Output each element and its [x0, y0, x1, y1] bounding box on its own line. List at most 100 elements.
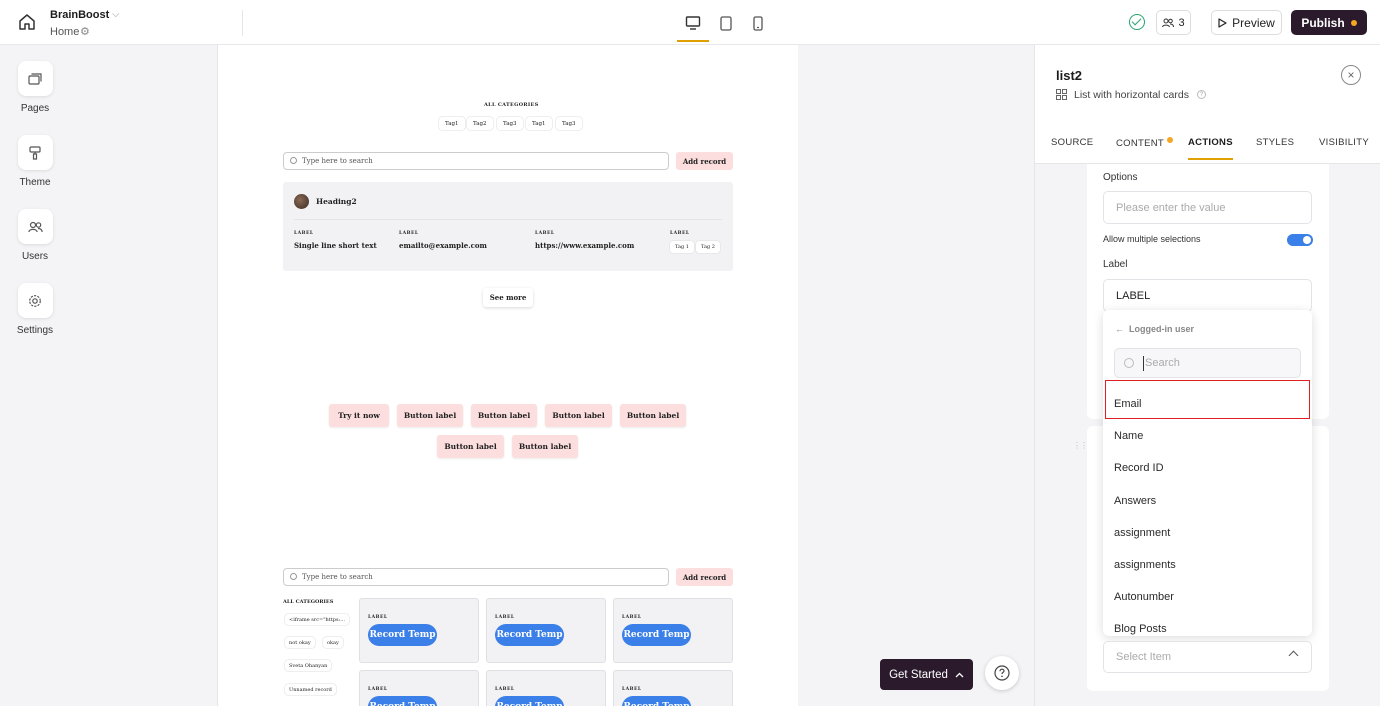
gear-icon[interactable]: ⚙ [80, 26, 90, 38]
field-value: Single line short text [294, 241, 377, 250]
add-record-button[interactable]: Add record [676, 568, 733, 586]
unpublished-changes-dot [1350, 19, 1357, 26]
collaborators-count: 3 [1178, 16, 1185, 29]
list-card[interactable]: Heading2 LABEL Single line short text LA… [283, 182, 733, 271]
category-tag[interactable]: Tag3 [497, 117, 523, 130]
help-button[interactable] [985, 656, 1019, 690]
close-icon[interactable]: × [1341, 65, 1361, 85]
label-input[interactable]: LABEL [1103, 279, 1312, 312]
back-to-logged-in-user[interactable]: ← Logged-in user [1115, 324, 1195, 334]
tab-styles[interactable]: STYLES [1256, 137, 1295, 148]
search-input[interactable]: Type here to search [283, 568, 669, 586]
text-cursor [1143, 356, 1144, 371]
grid-icon [1056, 89, 1067, 100]
collaborators-button[interactable]: 3 [1156, 10, 1191, 35]
action-button[interactable]: Button label [545, 404, 612, 427]
record-temp-button[interactable]: Record Temp [495, 696, 564, 706]
select-item-dropdown[interactable]: Select Item [1103, 641, 1312, 673]
category-tag[interactable]: Unnamed record [285, 684, 336, 695]
tab-source[interactable]: SOURCE [1051, 137, 1094, 148]
label-field-label: Label [1103, 259, 1128, 270]
category-tag[interactable]: Tag3 [556, 117, 582, 130]
desktop-view-icon[interactable] [677, 13, 709, 42]
top-bar: BrainBoost ⌵ Home ⚙ 3 Preview Publish [0, 0, 1380, 45]
allow-multiple-toggle[interactable] [1287, 234, 1313, 246]
sidebar-item-users[interactable]: Users [0, 209, 70, 262]
category-tag[interactable]: Tag1 [526, 117, 552, 130]
categories-title: ALL CATEGORIES [283, 599, 334, 605]
dropdown-item[interactable]: assignments [1114, 559, 1176, 571]
grid-card[interactable]: LABEL Record Temp [359, 598, 479, 663]
home-icon[interactable] [17, 12, 37, 32]
tab-actions[interactable]: ACTIONS [1188, 137, 1233, 160]
record-temp-button[interactable]: Record Temp [368, 624, 437, 646]
grid-card[interactable]: LABEL Record Temp [486, 598, 606, 663]
search-input[interactable]: Type here to search [283, 152, 669, 170]
search-icon [1124, 358, 1134, 368]
action-button[interactable]: Button label [620, 404, 686, 427]
dropdown-item-email[interactable]: Email [1114, 398, 1142, 410]
sidebar-item-settings[interactable]: Settings [0, 283, 70, 336]
sidebar-item-pages[interactable]: Pages [0, 61, 70, 114]
page-name[interactable]: Home [50, 26, 80, 38]
avatar [294, 194, 309, 209]
sidebar-item-label: Pages [20, 103, 50, 114]
sidebar-item-theme[interactable]: Theme [0, 135, 70, 188]
tab-content[interactable]: CONTENT [1116, 137, 1174, 149]
info-icon[interactable]: ? [1197, 90, 1206, 99]
options-input[interactable]: Please enter the value [1103, 191, 1312, 224]
category-tag[interactable]: Tag1 [439, 117, 465, 130]
tab-indicator-dot [1167, 137, 1174, 143]
category-tag[interactable]: Sveta Ohanyan [285, 660, 332, 671]
grid-card[interactable]: LABEL Record Temp [359, 670, 479, 706]
add-record-button[interactable]: Add record [676, 152, 733, 170]
tab-visibility[interactable]: VISIBILITY [1319, 137, 1369, 148]
drag-handle-icon[interactable]: ⋮⋮ [1073, 441, 1088, 450]
see-more-button[interactable]: See more [483, 288, 533, 307]
publish-button[interactable]: Publish [1291, 10, 1367, 35]
sidebar-item-label: Users [21, 251, 49, 262]
users-icon [17, 209, 53, 244]
record-temp-button[interactable]: Record Temp [368, 696, 437, 706]
action-button[interactable]: Button label [397, 404, 463, 427]
field-dropdown[interactable]: ← Logged-in user Search Email Name Recor… [1103, 310, 1312, 636]
chevron-down-icon[interactable]: ⌵ [112, 9, 120, 20]
category-tag[interactable]: okay [323, 637, 343, 648]
action-button[interactable]: Button label [471, 404, 537, 427]
publish-label: Publish [1301, 15, 1345, 30]
record-temp-button[interactable]: Record Temp [622, 696, 691, 706]
dropdown-item[interactable]: Answers [1114, 495, 1157, 507]
question-icon [994, 665, 1010, 681]
field-label: LABEL [399, 231, 419, 236]
card-heading: Heading2 [316, 197, 357, 206]
try-it-now-button[interactable]: Try it now [329, 404, 389, 427]
page-canvas[interactable]: ALL CATEGORIES Tag1 Tag2 Tag3 Tag1 Tag3 … [218, 45, 798, 706]
field-tag: Tag 2 [696, 241, 720, 253]
select-placeholder: Select Item [1116, 651, 1172, 663]
category-tag[interactable]: Tag2 [467, 117, 493, 130]
record-temp-button[interactable]: Record Temp [622, 624, 691, 646]
dropdown-item[interactable]: assignment [1114, 527, 1171, 539]
field-value: emailto@example.com [399, 241, 487, 250]
category-tag[interactable]: not okay [285, 637, 315, 648]
action-button[interactable]: Button label [512, 435, 578, 458]
app-name[interactable]: BrainBoost [50, 9, 110, 21]
tablet-view-icon[interactable] [716, 13, 736, 33]
category-tag[interactable]: <iframe src="https:... [285, 614, 350, 625]
users-icon [1162, 18, 1175, 27]
dropdown-item[interactable]: Record ID [1114, 462, 1164, 474]
dropdown-item[interactable]: Blog Posts [1114, 623, 1167, 635]
dropdown-item[interactable]: Name [1114, 430, 1144, 442]
grid-card[interactable]: LABEL Record Temp [613, 598, 733, 663]
mobile-view-icon[interactable] [748, 13, 768, 33]
record-temp-button[interactable]: Record Temp [495, 624, 564, 646]
dropdown-search-input[interactable]: Search [1114, 348, 1301, 378]
dropdown-item[interactable]: Autonumber [1114, 591, 1174, 603]
preview-button[interactable]: Preview [1211, 10, 1282, 35]
divider [1035, 163, 1380, 164]
grid-card[interactable]: LABEL Record Temp [486, 670, 606, 706]
grid-card[interactable]: LABEL Record Temp [613, 670, 733, 706]
get-started-button[interactable]: Get Started [880, 659, 973, 690]
saved-check-icon [1129, 14, 1145, 30]
action-button[interactable]: Button label [437, 435, 504, 458]
